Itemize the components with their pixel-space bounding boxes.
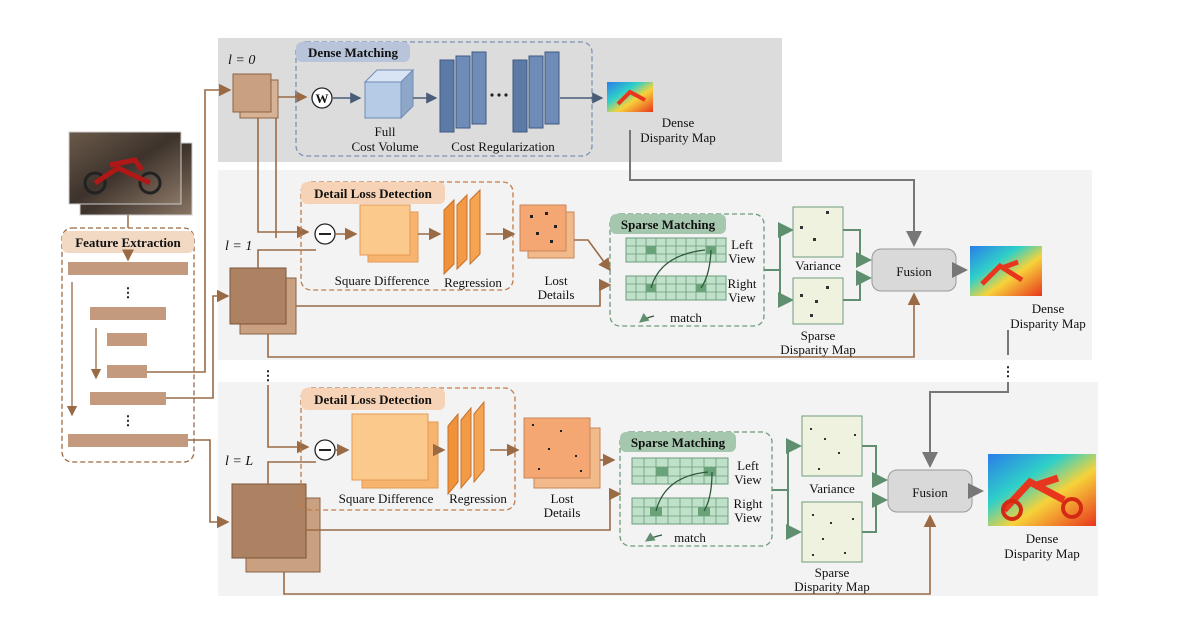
detail-loss-title-bg-L [301,388,445,410]
variance-label-1: Variance [795,258,841,273]
full-cost-volume-cube [363,68,415,120]
dense-label-0: Dense [662,115,695,130]
level-1-label: l = 1 [225,239,252,254]
details-label-1: Details [538,287,575,302]
level-L-feature [231,483,321,573]
cost-regularization-blocks [439,51,560,133]
variance-map-1 [792,206,844,258]
fusion-label-L: Fusion [912,485,948,500]
level-dots-right: ⋮ [1002,364,1015,379]
view-label-1a: View [728,251,756,266]
warp-symbol: W [316,91,329,106]
lost-details-1 [519,204,575,259]
dense-matching-box [295,41,593,157]
level-L-label: l = L [225,454,253,469]
view-label-La: View [734,472,762,487]
dense-matching-title: Dense Matching [308,45,398,60]
fe-layer-6 [68,434,188,447]
view-label-Lb: View [734,510,762,525]
sparse-matching-title-bg-L [620,432,736,452]
square-difference-volume-1 [359,204,419,263]
right-view-grid-1 [625,275,727,301]
cost-regularization-label: Cost Regularization [451,139,555,154]
regression-label-L: Regression [449,491,507,506]
feature-extraction-box [61,227,195,463]
level-dots-left: ⋮ [262,368,275,383]
lost-label-1: Lost [544,273,568,288]
sparse-matching-title-L: Sparse Matching [631,435,726,450]
feature-extraction-title: Feature Extraction [75,235,181,250]
fe-layer-4 [107,365,147,378]
sparse-label-L: Sparse [815,565,850,580]
right-label-L: Right [734,496,763,511]
left-label-1: Left [731,237,753,252]
view-label-1b: View [728,290,756,305]
details-label-L: Details [544,505,581,520]
sparse-disparity-map-L [801,501,863,563]
fe-dots-1: ⋮ [122,285,135,300]
lost-label-L: Lost [550,491,574,506]
right-label-1: Right [728,276,757,291]
match-label-L: match [674,530,706,545]
sparse-matching-title-bg-1 [610,214,726,234]
fe-layer-3 [107,333,147,346]
right-view-grid-L [631,497,729,525]
cost-volume-label: Cost Volume [351,139,418,154]
input-stereo-images [68,131,193,216]
square-difference-label-1: Square Difference [335,273,430,288]
regression-blocks-1 [443,188,481,276]
disparity-map-label-1: Disparity Map [1010,316,1085,331]
fe-dots-2: ⋮ [122,413,135,428]
variance-map-L [801,415,863,477]
sparse-disparity-label-1: Disparity Map [780,342,855,357]
sparse-matching-title-1: Sparse Matching [621,217,716,232]
disparity-map-label-0: Disparity Map [640,130,715,145]
fe-layer-1 [68,262,188,275]
dense-label-1: Dense [1032,301,1065,316]
lost-details-L [523,417,601,489]
match-label-1: match [670,310,702,325]
level-0-feature [232,73,279,119]
left-label-L: Left [737,458,759,473]
sparse-label-1: Sparse [801,328,836,343]
variance-label-L: Variance [809,481,855,496]
full-label: Full [375,124,396,139]
regression-blocks-L [447,400,485,496]
level-1-feature [229,267,297,335]
fe-layer-5 [90,392,166,405]
dense-matching-title-bg [296,42,410,62]
disparity-map-label-L: Disparity Map [1004,546,1079,561]
fe-layer-2 [90,307,166,320]
detail-loss-title-1: Detail Loss Detection [314,186,432,201]
dense-label-L: Dense [1026,531,1059,546]
square-difference-label-L: Square Difference [339,491,434,506]
regression-label-1: Regression [444,275,502,290]
feature-extraction-title-bg [62,231,194,253]
detail-loss-title-bg-1 [301,182,445,204]
dense-disparity-thumb-0 [607,82,653,112]
sparse-disparity-label-L: Disparity Map [794,579,869,594]
warp-operator [311,87,333,109]
detail-loss-title-L: Detail Loss Detection [314,392,432,407]
level-0-label: l = 0 [228,53,255,68]
square-difference-volume-L [351,413,439,489]
fusion-label-1: Fusion [896,264,932,279]
